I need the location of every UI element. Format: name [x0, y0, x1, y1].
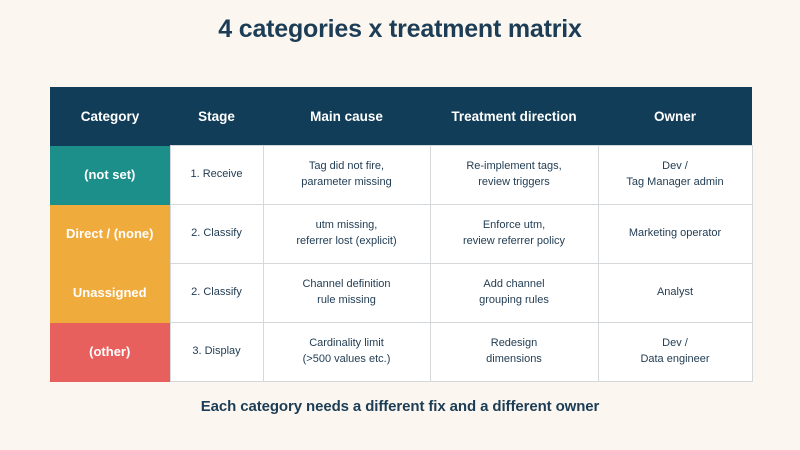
table-row: (other) 3. Display Cardinality limit (>5…: [50, 322, 753, 382]
main-cause-cell: Tag did not fire, parameter missing: [262, 145, 431, 205]
column-header-treatment-direction: Treatment direction: [451, 108, 577, 124]
table-row: Direct / (none) 2. Classify utm missing,…: [50, 204, 753, 264]
cell-line: Tag Manager admin: [626, 176, 724, 188]
cell-line: Redesign: [490, 337, 538, 350]
cell-line: Cardinality limit: [309, 337, 384, 350]
cell-line: referrer lost (explicit): [296, 235, 397, 247]
cell-line: Tag did not fire,: [308, 160, 385, 173]
cell-line: Analyst: [656, 286, 694, 299]
cell-line: Dev /: [662, 337, 688, 350]
cell-line: (>500 values etc.): [302, 353, 391, 365]
treatment-direction-cell: Add channel grouping rules: [429, 263, 599, 323]
owner-cell: Dev / Tag Manager admin: [597, 145, 753, 205]
cell-line: review referrer policy: [462, 235, 566, 247]
stage-cell: 2. Classify: [169, 263, 264, 323]
owner-cell: Analyst: [597, 263, 753, 323]
treatment-matrix-table: Category Stage Main cause Treatment dire…: [50, 87, 753, 382]
main-cause-cell: Channel definition rule missing: [262, 263, 431, 323]
column-header-owner: Owner: [653, 108, 696, 124]
treatment-direction-cell: Redesign dimensions: [429, 322, 599, 382]
table-header: Category Stage Main cause Treatment dire…: [50, 87, 752, 146]
category-cell-not-set: (not set): [50, 145, 170, 205]
category-cell-direct-none: Direct / (none): [50, 204, 170, 264]
cell-line: Add channel: [483, 278, 545, 291]
table-body: (not set) 1. Receive Tag did not fire, p…: [50, 145, 753, 382]
cell-line: rule missing: [317, 294, 376, 306]
cell-line: Re-implement tags,: [466, 160, 562, 173]
main-cause-cell: utm missing, referrer lost (explicit): [262, 204, 431, 264]
slide-footer-note: Each category needs a different fix and …: [200, 398, 600, 415]
cell-line: Enforce utm,: [482, 219, 546, 232]
stage-cell: 2. Classify: [169, 204, 264, 264]
column-header-stage: Stage: [198, 108, 235, 124]
main-cause-cell: Cardinality limit (>500 values etc.): [262, 322, 431, 382]
cell-line: grouping rules: [479, 294, 549, 306]
cell-line: Marketing operator: [628, 227, 722, 240]
category-cell-other: (other): [50, 322, 170, 382]
cell-line: parameter missing: [301, 176, 392, 188]
owner-cell: Marketing operator: [597, 204, 753, 264]
cell-line: Channel definition: [302, 278, 391, 291]
table-header-row: Category Stage Main cause Treatment dire…: [50, 87, 752, 146]
cell-line: review triggers: [478, 176, 550, 188]
treatment-direction-cell: Re-implement tags, review triggers: [429, 145, 599, 205]
cell-line: dimensions: [486, 353, 542, 365]
table-row: (not set) 1. Receive Tag did not fire, p…: [50, 145, 753, 205]
column-header-category: Category: [80, 108, 140, 124]
stage-cell: 1. Receive: [169, 145, 264, 205]
cell-line: Dev /: [662, 160, 688, 173]
page-title: 4 categories x treatment matrix: [218, 15, 582, 43]
stage-cell: 3. Display: [169, 322, 264, 382]
owner-cell: Dev / Data engineer: [597, 322, 753, 382]
cell-line: Data engineer: [640, 353, 710, 365]
column-header-main-cause: Main cause: [310, 108, 383, 124]
treatment-direction-cell: Enforce utm, review referrer policy: [429, 204, 599, 264]
cell-line: utm missing,: [315, 219, 378, 232]
table-row: Unassigned 2. Classify Channel definitio…: [50, 263, 753, 323]
category-cell-unassigned: Unassigned: [50, 263, 170, 323]
